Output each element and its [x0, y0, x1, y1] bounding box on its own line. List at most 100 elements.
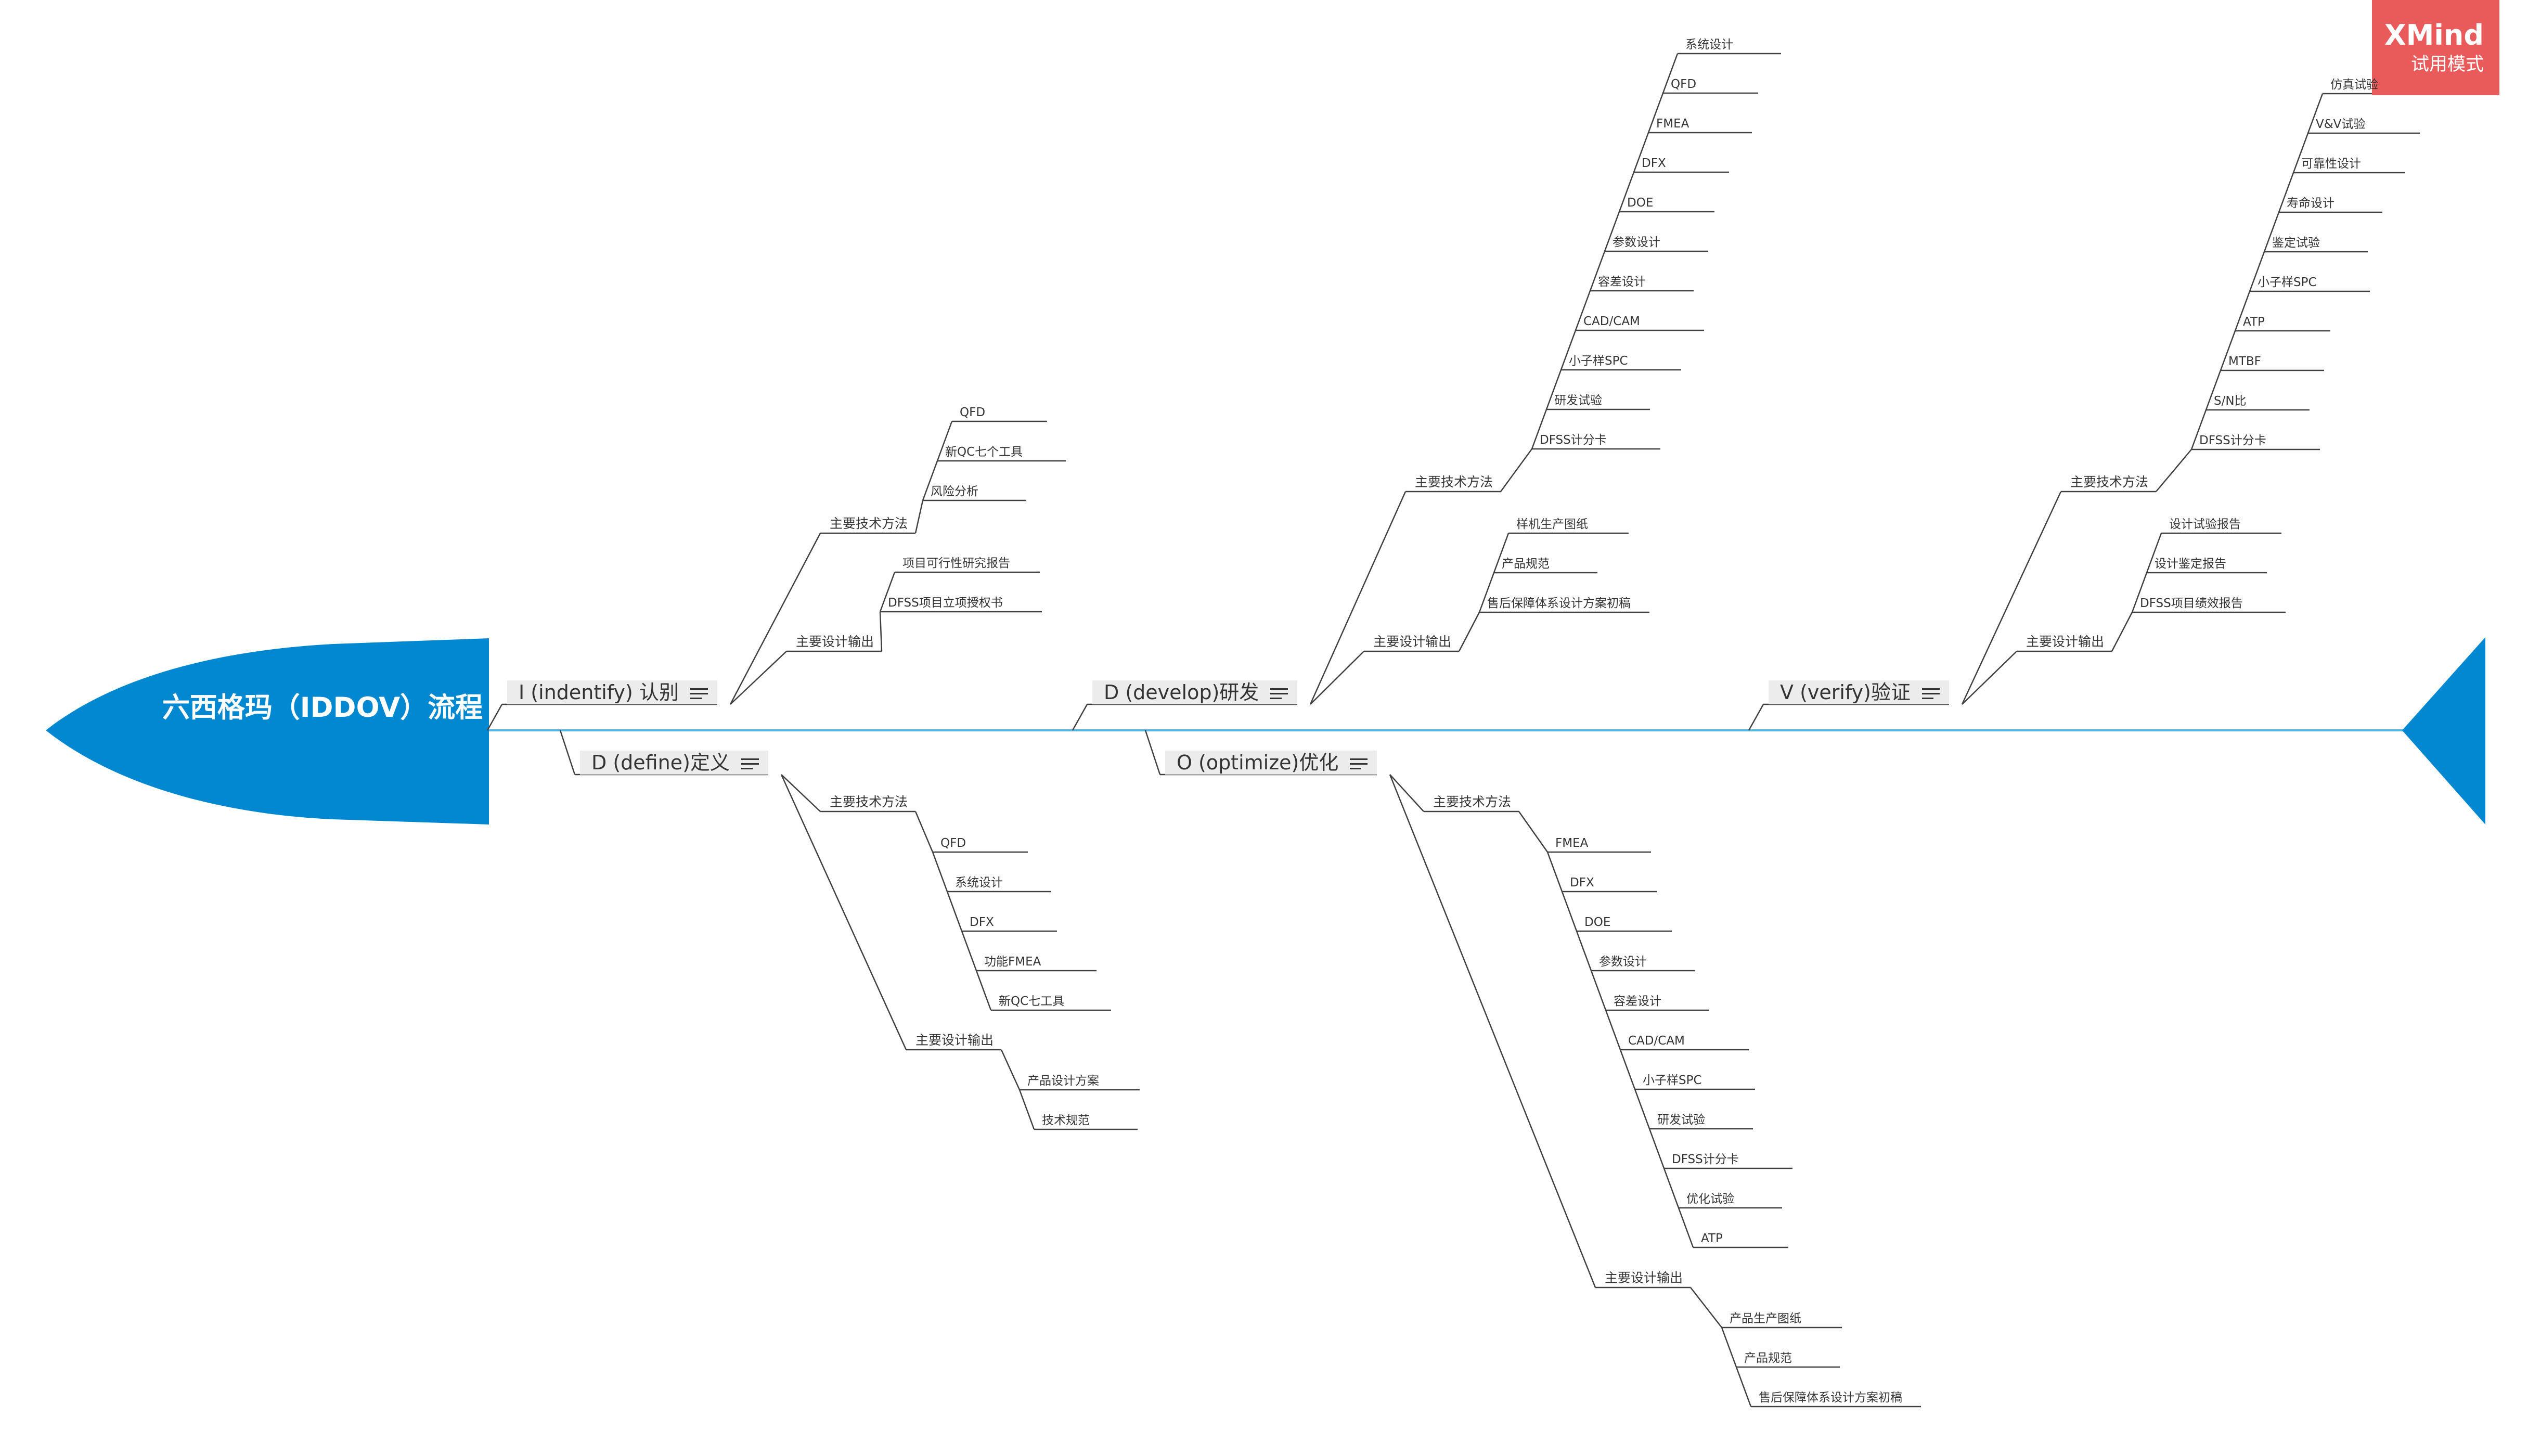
- leaf-item[interactable]: 新QC七工具: [999, 995, 1065, 1008]
- leaf-item[interactable]: 鉴定试验: [2272, 236, 2320, 250]
- leaf-item[interactable]: DFX: [970, 916, 994, 929]
- leaf-item[interactable]: 功能FMEA: [984, 955, 1041, 969]
- leaf-item[interactable]: DOE: [1584, 916, 1611, 929]
- category-label[interactable]: 主要技术方法: [1415, 474, 1493, 489]
- leaf-item[interactable]: QFD: [940, 836, 966, 850]
- leaf-item[interactable]: 容差设计: [1598, 275, 1646, 289]
- category-bone: [729, 533, 821, 705]
- notes-icon[interactable]: [1270, 685, 1288, 702]
- category-bone: [730, 651, 787, 705]
- leaf-item[interactable]: FMEA: [1656, 117, 1689, 131]
- leaf-item[interactable]: CAD/CAM: [1583, 315, 1640, 328]
- leaf-item[interactable]: DFSS计分卡: [1540, 433, 1607, 447]
- notes-icon[interactable]: [1921, 685, 1940, 702]
- category-bone: [1389, 774, 1596, 1288]
- notes-icon[interactable]: [690, 685, 708, 702]
- leaf-item[interactable]: ATP: [1701, 1232, 1723, 1245]
- leaf-item[interactable]: 小子样SPC: [1643, 1074, 1702, 1087]
- leaf-item[interactable]: 产品生产图纸: [1730, 1312, 1801, 1325]
- leaf-item[interactable]: 风险分析: [931, 485, 978, 498]
- branch-bone: [1144, 730, 1161, 775]
- leaf-item[interactable]: CAD/CAM: [1628, 1034, 1685, 1048]
- category-label[interactable]: 主要设计输出: [915, 1033, 994, 1048]
- leaf-spine-link: [914, 811, 934, 853]
- leaf-item[interactable]: MTBF: [2228, 355, 2261, 368]
- leaf-item[interactable]: 研发试验: [1554, 394, 1602, 407]
- leaf-spine-link: [1500, 448, 1533, 492]
- leaf-item[interactable]: S/N比: [2214, 394, 2247, 408]
- category-label[interactable]: 主要技术方法: [830, 516, 908, 531]
- leaf-item[interactable]: 售后保障体系设计方案初稿: [1759, 1391, 1902, 1405]
- category-label[interactable]: 主要技术方法: [830, 794, 908, 809]
- leaf-item[interactable]: 项目可行性研究报告: [902, 557, 1010, 570]
- notes-icon[interactable]: [1350, 755, 1368, 772]
- leaf-item[interactable]: V&V试验: [2316, 118, 2366, 131]
- branch-topic-label: V (verify)验证: [1780, 681, 1911, 704]
- leaf-item[interactable]: QFD: [1671, 78, 1697, 91]
- leaf-spine-link: [879, 611, 883, 652]
- branch-topic[interactable]: D (develop)研发: [1092, 680, 1298, 704]
- leaf-item[interactable]: 系统设计: [955, 876, 1003, 890]
- leaf-item[interactable]: 小子样SPC: [1569, 354, 1628, 368]
- leaf-spine: [1018, 1089, 1035, 1130]
- branch-bone: [1748, 704, 1764, 731]
- branch-bone: [486, 704, 503, 731]
- leaf-item[interactable]: 技术规范: [1042, 1114, 1090, 1127]
- leaf-item[interactable]: FMEA: [1555, 836, 1589, 850]
- leaf-item[interactable]: QFD: [960, 406, 986, 419]
- leaf-item[interactable]: DFX: [1642, 157, 1666, 170]
- leaf-item[interactable]: 产品设计方案: [1027, 1074, 1099, 1088]
- leaf-item[interactable]: 售后保障体系设计方案初稿: [1487, 597, 1631, 610]
- leaf-spine: [2131, 533, 2162, 613]
- trial-mode-label: 试用模式: [2410, 54, 2484, 75]
- leaf-spine: [922, 421, 953, 501]
- leaf-item[interactable]: 可靠性设计: [2301, 157, 2361, 171]
- category-label[interactable]: 主要设计输出: [2026, 634, 2105, 649]
- leaf-item[interactable]: 设计鉴定报告: [2155, 557, 2226, 571]
- xmind-logo-text: XMind: [2384, 19, 2484, 51]
- leaf-item[interactable]: 产品规范: [1744, 1351, 1792, 1365]
- notes-icon[interactable]: [741, 755, 759, 772]
- category-label[interactable]: 主要设计输出: [796, 634, 874, 649]
- leaf-spine-link: [2111, 612, 2133, 652]
- leaf-spine: [879, 572, 896, 612]
- leaf-spine: [1531, 53, 1679, 449]
- leaf-item[interactable]: 寿命设计: [2287, 197, 2334, 210]
- category-label[interactable]: 主要设计输出: [1373, 634, 1452, 649]
- leaf-item[interactable]: DFSS项目绩效报告: [2140, 597, 2243, 610]
- category-label[interactable]: 主要技术方法: [1433, 794, 1512, 809]
- branch-topic-label: D (define)定义: [591, 751, 730, 774]
- leaf-item[interactable]: ATP: [2243, 315, 2265, 329]
- leaf-spine-link: [1690, 1287, 1722, 1328]
- leaf-item[interactable]: 参数设计: [1613, 236, 1660, 249]
- category-label[interactable]: 主要设计输出: [1605, 1270, 1683, 1285]
- leaf-spine-link: [2156, 449, 2192, 492]
- leaf-item[interactable]: 仿真试验: [2330, 78, 2378, 92]
- leaf-item[interactable]: 系统设计: [1685, 38, 1733, 51]
- leaf-spine: [1478, 533, 1510, 613]
- trial-mode-badge[interactable]: XMind 试用模式: [2372, 0, 2499, 95]
- branch-topic[interactable]: I (indentify) 认别: [507, 680, 717, 704]
- branch-topic[interactable]: V (verify)验证: [1769, 680, 1949, 704]
- leaf-item[interactable]: 容差设计: [1614, 995, 1661, 1008]
- category-bone: [1961, 491, 2062, 705]
- branch-topic[interactable]: O (optimize)优化: [1165, 751, 1377, 775]
- leaf-item[interactable]: 优化试验: [1686, 1192, 1734, 1206]
- branch-topic[interactable]: D (define)定义: [580, 751, 768, 775]
- leaf-item[interactable]: DFSS计分卡: [1672, 1153, 1739, 1166]
- leaf-item[interactable]: 研发试验: [1657, 1113, 1705, 1127]
- category-bone: [780, 774, 907, 1050]
- category-label[interactable]: 主要技术方法: [2070, 474, 2149, 489]
- leaf-item[interactable]: DOE: [1627, 196, 1654, 210]
- leaf-item[interactable]: DFSS计分卡: [2199, 434, 2266, 447]
- leaf-item[interactable]: 产品规范: [1502, 557, 1550, 571]
- central-topic[interactable]: 六西格玛（IDDOV）流程: [156, 689, 489, 727]
- leaf-item[interactable]: 样机生产图纸: [1516, 518, 1588, 531]
- leaf-item[interactable]: 参数设计: [1599, 955, 1647, 969]
- leaf-item[interactable]: 设计试验报告: [2169, 518, 2241, 531]
- leaf-item[interactable]: 新QC七个工具: [945, 445, 1023, 459]
- leaf-item[interactable]: DFX: [1570, 876, 1594, 890]
- leaf-item[interactable]: 小子样SPC: [2258, 276, 2317, 289]
- leaf-spine-link: [1518, 811, 1549, 853]
- leaf-item[interactable]: DFSS项目立项授权书: [888, 596, 1003, 610]
